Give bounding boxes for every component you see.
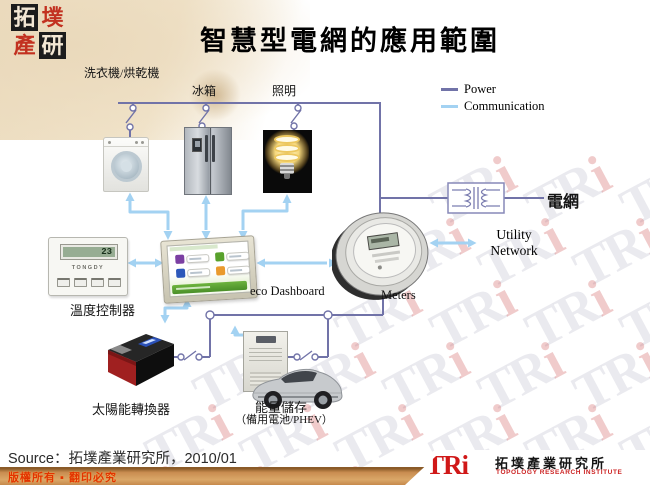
source-citation: Source：拓墣產業研究所，2010/01 [8, 451, 237, 467]
transformer-symbol [447, 182, 505, 214]
light-label: 照明 [272, 84, 297, 98]
meters-label: Meters [381, 288, 416, 302]
dashboard-icon-purple [175, 254, 185, 265]
thermostat-image: 23 TONGDY [48, 237, 128, 296]
solar-label: 太陽能轉換器 [92, 402, 171, 417]
dashboard-label: eco Dashboard [250, 284, 325, 298]
washer-control-panel [104, 138, 148, 147]
dashboard-widget [226, 265, 251, 275]
fridge-label: 冰箱 [192, 84, 217, 98]
bulb-tip [284, 174, 290, 179]
battery-label-plate [256, 336, 276, 343]
washer-knob [108, 141, 111, 144]
tri-name-chinese: 拓墣產業研究所 [495, 456, 608, 471]
washer-door-glass [121, 161, 132, 172]
thermostat-reading: 23 [63, 247, 115, 257]
copyright-notice: 版權所有 ▪ 翻印必究 [8, 472, 118, 484]
storage-label-line1: 能量儲存 [254, 400, 307, 415]
bulb-coil [274, 144, 300, 153]
washer-knob [135, 141, 138, 144]
fridge-dispenser [192, 138, 202, 152]
dashboard-titlebar [169, 244, 218, 252]
seal-char-4: 研 [39, 32, 66, 59]
dashboard-bottom-band [171, 280, 248, 295]
power-grid-label: 電網 [547, 194, 580, 211]
communication-line-swatch [441, 105, 458, 108]
dashboard-icon-orange [215, 266, 226, 276]
thermostat-brand: TONGDY [71, 265, 105, 271]
dashboard-widget [186, 253, 210, 264]
legend: Power Communication [441, 81, 545, 115]
fridge-door-split [210, 128, 212, 194]
phev-car-image [252, 368, 343, 409]
map-texture-background [0, 0, 310, 140]
legend-power: Power [441, 81, 545, 98]
refrigerator-image [184, 127, 232, 195]
washer-knob [141, 141, 144, 144]
thermostat-buttons [57, 278, 121, 287]
thermostat-button [91, 278, 104, 287]
dashboard-widget [186, 267, 211, 278]
thermostat-button [108, 278, 121, 287]
thermostat-lcd: 23 [60, 244, 118, 260]
slide-title: 智慧型電網的應用範圍 [200, 26, 500, 56]
seal-char-2: 墣 [41, 4, 64, 30]
eco-dashboard-image [160, 235, 258, 304]
bulb-base [280, 163, 294, 174]
dashboard-icon-blue [175, 268, 186, 279]
storage-label-line2: （備用電池/PHEV） [235, 414, 333, 426]
thermostat-button [57, 278, 70, 287]
switch-blades [125, 109, 313, 361]
seal-char-3: 產 [13, 32, 36, 58]
power-lines [118, 102, 544, 358]
power-line-swatch [441, 88, 458, 91]
switch-terminals [126, 104, 333, 361]
power-label: Power [464, 82, 496, 96]
cfl-bulb-image [263, 130, 312, 193]
washing-machine-image [103, 137, 149, 192]
seal-char-1: 拓 [11, 4, 38, 31]
smart-meter-image [332, 212, 429, 300]
fridge-handle [205, 135, 209, 162]
bulb-coil [274, 135, 300, 144]
bulb-coil [274, 153, 300, 162]
fridge-handle [212, 135, 216, 162]
solar-converter-image [108, 334, 174, 386]
washer-door [111, 151, 142, 182]
washer-label: 洗衣機/烘乾機 [84, 66, 160, 80]
utility-network-label: Utility Network [490, 227, 538, 258]
communication-label: Communication [464, 99, 545, 113]
tri-name-english: TOPOLOGY RESEARCH INSTITUTE [496, 469, 623, 476]
legend-communication: Communication [441, 98, 545, 115]
dashboard-screen [166, 240, 252, 298]
thermostat-button [74, 278, 87, 287]
tri-footer-logo: TRi 拓墣產業研究所 TOPOLOGY RESEARCH INSTITUTE [405, 450, 650, 485]
dashboard-icon-green [214, 252, 225, 262]
tri-seal-logo: 拓 墣 產 研 [11, 4, 66, 60]
dashboard-widget [226, 251, 250, 261]
thermostat-label: 溫度控制器 [70, 303, 136, 318]
